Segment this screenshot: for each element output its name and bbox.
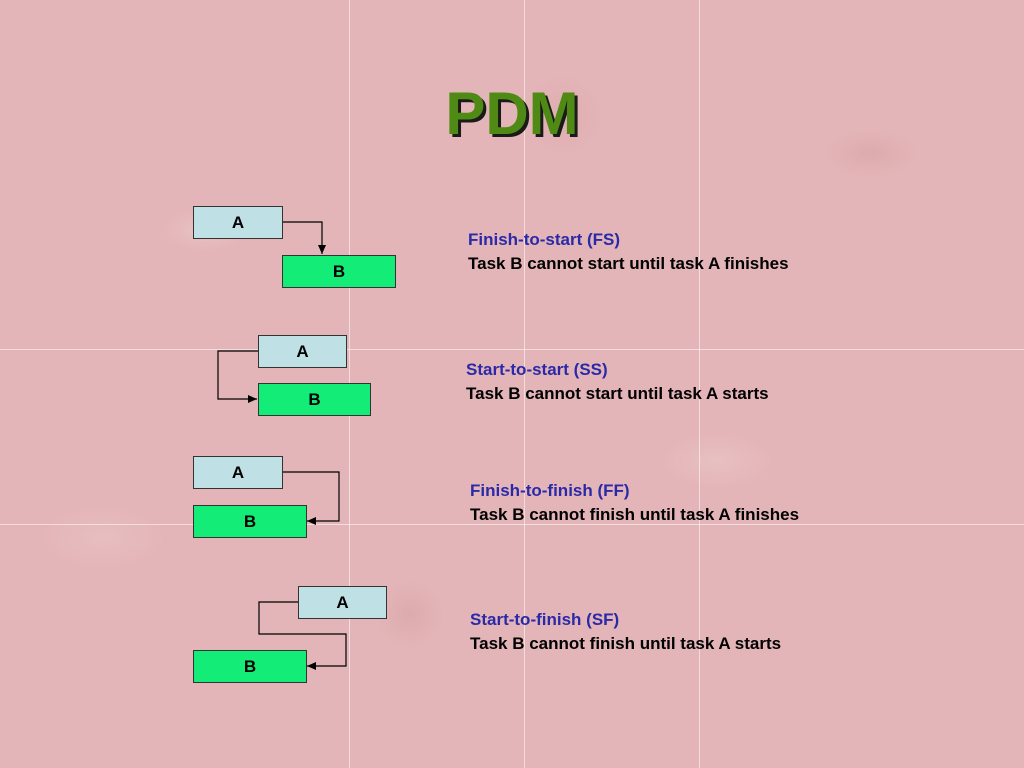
- ff-connector: [282, 471, 340, 525]
- fs-task-b-box: B: [282, 255, 396, 288]
- fs-connector: [282, 221, 326, 254]
- ff-relationship-name: Finish-to-finish (FF): [470, 481, 630, 500]
- fs-task-a-box: A: [193, 206, 283, 239]
- ss-label: Start-to-start (SS) Task B cannot start …: [466, 358, 769, 406]
- fs-relationship-name: Finish-to-start (FS): [468, 230, 621, 249]
- sf-relationship-name: Start-to-finish (SF): [470, 610, 620, 629]
- ff-relationship-description: Task B cannot finish until task A finish…: [470, 505, 800, 524]
- ss-connector: [217, 350, 258, 403]
- ff-task-a-box: A: [193, 456, 283, 489]
- sf-task-b-box: B: [193, 650, 307, 683]
- background-tile-line: [0, 524, 1024, 525]
- background-tile-line: [524, 0, 525, 768]
- ss-task-b-box: B: [258, 383, 371, 416]
- fs-relationship-description: Task B cannot start until task A finishe…: [468, 254, 789, 273]
- sf-relationship-description: Task B cannot finish until task A starts: [470, 634, 782, 653]
- slide-title: PDM: [445, 80, 579, 147]
- background-tile-line: [699, 0, 700, 768]
- fs-label: Finish-to-start (FS) Task B cannot start…: [468, 228, 789, 276]
- ff-label: Finish-to-finish (FF) Task B cannot fini…: [470, 479, 799, 527]
- ff-task-b-box: B: [193, 505, 307, 538]
- ss-relationship-description: Task B cannot start until task A starts: [466, 384, 769, 403]
- sf-label: Start-to-finish (SF) Task B cannot finis…: [470, 608, 781, 656]
- sf-task-a-box: A: [298, 586, 387, 619]
- background-tile-line: [0, 349, 1024, 350]
- ss-task-a-box: A: [258, 335, 347, 368]
- ss-relationship-name: Start-to-start (SS): [466, 360, 608, 379]
- sf-connector: [258, 601, 347, 670]
